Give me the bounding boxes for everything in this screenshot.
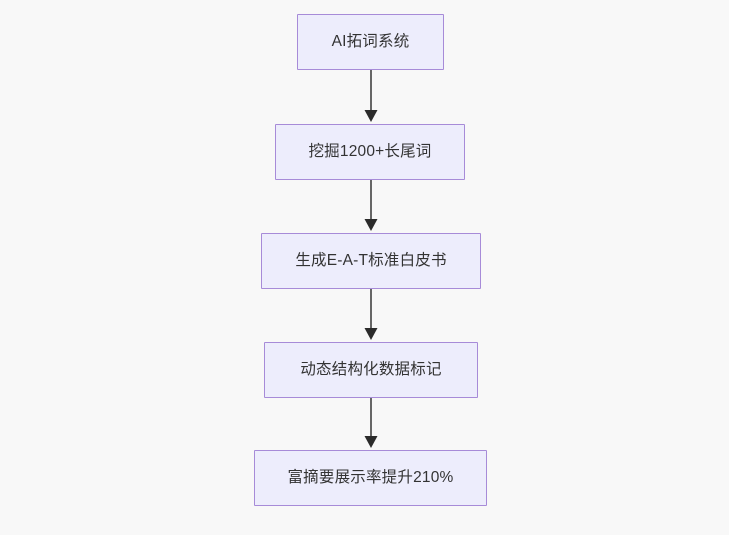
flow-node-label: AI拓词系统: [331, 33, 410, 51]
flow-node-label: 动态结构化数据标记: [300, 361, 442, 379]
edge-node2-node3: [364, 180, 378, 231]
flow-node-dynamic-structured-data-markup[interactable]: 动态结构化数据标记: [264, 342, 478, 398]
flow-node-ai-keyword-system[interactable]: AI拓词系统: [297, 14, 444, 70]
flow-node-label: 生成E-A-T标准白皮书: [295, 252, 447, 270]
edge-node4-node5: [364, 398, 378, 448]
edge-node1-node2: [364, 70, 378, 122]
flow-node-mine-longtail-keywords[interactable]: 挖掘1200+长尾词: [275, 124, 465, 180]
flow-node-label: 挖掘1200+长尾词: [308, 143, 432, 161]
flow-node-generate-eat-whitepaper[interactable]: 生成E-A-T标准白皮书: [261, 233, 481, 289]
flow-node-label: 富摘要展示率提升210%: [287, 469, 454, 487]
flow-node-rich-snippet-impression-lift[interactable]: 富摘要展示率提升210%: [254, 450, 487, 506]
edge-node3-node4: [364, 289, 378, 340]
